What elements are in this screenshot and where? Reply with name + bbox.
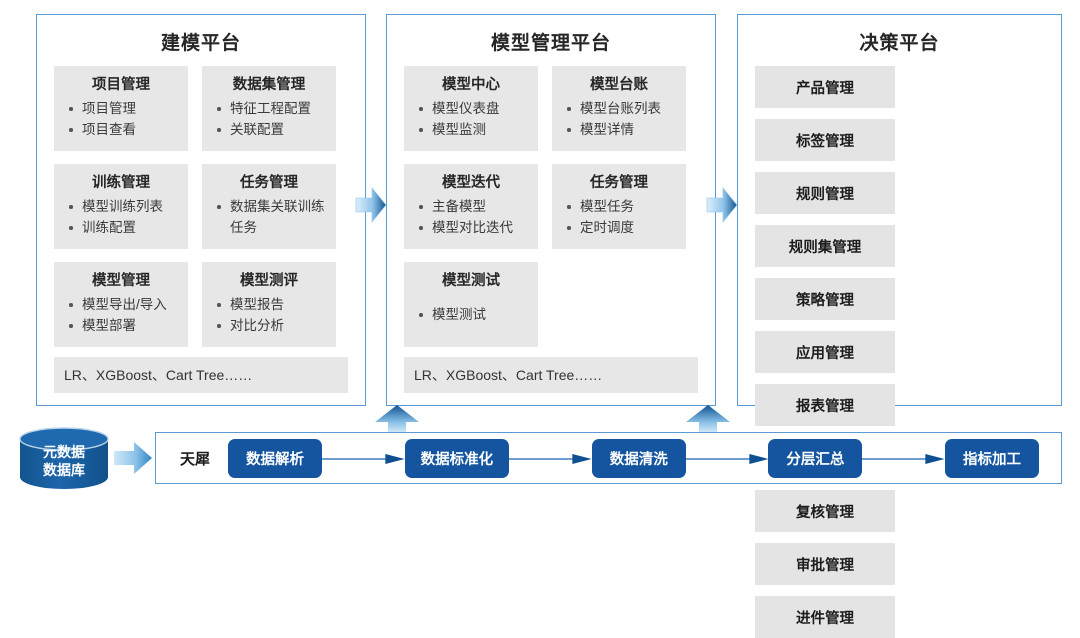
arrow-right-icon bbox=[113, 440, 152, 480]
pipeline-step-data-standardization[interactable]: 数据标准化 bbox=[404, 438, 510, 478]
panel-title: 建模平台 bbox=[160, 33, 241, 54]
card-model-iteration[interactable]: 模型迭代 主备模型 模型对比迭代 bbox=[404, 164, 538, 249]
card-item-list: 模型报告 对比分析 bbox=[202, 294, 336, 336]
list-item[interactable]: 特征工程配置 bbox=[216, 98, 330, 119]
list-item[interactable]: 数据集关联训练任务 bbox=[216, 196, 330, 238]
card-title: 模型管理 bbox=[92, 273, 150, 289]
metadata-database-cylinder: 元数据 数据库 bbox=[18, 427, 110, 489]
card-item-list: 模型仪表盘 模型监测 bbox=[404, 98, 538, 140]
tile-case-entry-management[interactable]: 进件管理 bbox=[755, 596, 895, 638]
arrow-up-icon bbox=[374, 404, 420, 438]
list-item[interactable]: 模型仪表盘 bbox=[418, 98, 532, 119]
pipeline-connector bbox=[322, 452, 405, 464]
list-item[interactable]: 训练配置 bbox=[68, 217, 182, 238]
algorithm-list-strip: LR、XGBoost、Cart Tree…… bbox=[404, 357, 698, 393]
list-item[interactable]: 模型报告 bbox=[216, 294, 330, 315]
panel-title: 决策平台 bbox=[859, 33, 940, 54]
card-item-list: 模型任务 定时调度 bbox=[552, 196, 686, 238]
panel-title: 模型管理平台 bbox=[490, 33, 611, 54]
pipeline-step-data-parsing[interactable]: 数据解析 bbox=[228, 438, 323, 478]
pipeline-connector bbox=[862, 452, 946, 464]
card-task-management[interactable]: 任务管理 模型任务 定时调度 bbox=[552, 164, 686, 249]
card-grid: 项目管理 项目管理 项目查看 数据集管理 特征工程配置 关联配置 训练管理 模型… bbox=[37, 66, 365, 347]
card-item-list: 模型训练列表 训练配置 bbox=[54, 196, 188, 238]
card-item-list: 特征工程配置 关联配置 bbox=[202, 98, 336, 140]
card-model-center[interactable]: 模型中心 模型仪表盘 模型监测 bbox=[404, 66, 538, 151]
tile-report-management[interactable]: 报表管理 bbox=[755, 384, 895, 426]
card-title: 任务管理 bbox=[240, 175, 298, 191]
list-item[interactable]: 主备模型 bbox=[418, 196, 532, 217]
tile-application-management[interactable]: 应用管理 bbox=[755, 331, 895, 373]
list-item[interactable]: 模型对比迭代 bbox=[418, 217, 532, 238]
card-title: 模型迭代 bbox=[442, 175, 500, 191]
tile-product-management[interactable]: 产品管理 bbox=[755, 66, 895, 108]
card-model-test[interactable]: 模型测试 模型测试 bbox=[404, 262, 538, 347]
card-training-management[interactable]: 训练管理 模型训练列表 训练配置 bbox=[54, 164, 188, 249]
card-title: 模型中心 bbox=[442, 77, 500, 93]
pipeline-step-metric-processing[interactable]: 指标加工 bbox=[945, 438, 1040, 478]
pipeline-step-data-cleaning[interactable]: 数据清洗 bbox=[591, 438, 686, 478]
panel-model-management-platform: 模型管理平台 模型中心 模型仪表盘 模型监测 模型台账 模型台账列表 模型详情 … bbox=[386, 14, 716, 406]
tile-label-management[interactable]: 标签管理 bbox=[755, 119, 895, 161]
tile-review-management[interactable]: 复核管理 bbox=[755, 490, 895, 532]
algorithm-list-strip: LR、XGBoost、Cart Tree…… bbox=[54, 357, 348, 393]
card-model-management[interactable]: 模型管理 模型导出/导入 模型部署 bbox=[54, 262, 188, 347]
pipeline-system-label: 天犀 bbox=[180, 450, 211, 468]
list-item[interactable]: 模型任务 bbox=[566, 196, 680, 217]
list-item[interactable]: 模型详情 bbox=[566, 119, 680, 140]
list-item[interactable]: 模型测试 bbox=[418, 304, 532, 325]
card-grid: 模型中心 模型仪表盘 模型监测 模型台账 模型台账列表 模型详情 模型迭代 主备… bbox=[387, 66, 715, 347]
list-item[interactable]: 模型台账列表 bbox=[566, 98, 680, 119]
list-item[interactable]: 对比分析 bbox=[216, 315, 330, 336]
list-item[interactable]: 关联配置 bbox=[216, 119, 330, 140]
tile-rule-management[interactable]: 规则管理 bbox=[755, 172, 895, 214]
arrow-right-icon bbox=[706, 185, 738, 225]
card-project-management[interactable]: 项目管理 项目管理 项目查看 bbox=[54, 66, 188, 151]
card-item-list: 模型导出/导入 模型部署 bbox=[54, 294, 188, 336]
list-item[interactable]: 模型训练列表 bbox=[68, 196, 182, 217]
card-model-ledger[interactable]: 模型台账 模型台账列表 模型详情 bbox=[552, 66, 686, 151]
data-pipeline-container: 天犀 数据解析 数据标准化 数据清洗 分层汇总 指标加工 bbox=[155, 432, 1062, 484]
list-item[interactable]: 项目管理 bbox=[68, 98, 182, 119]
arrow-right-icon bbox=[355, 185, 387, 225]
card-item-list: 数据集关联训练任务 bbox=[202, 196, 336, 238]
list-item[interactable]: 定时调度 bbox=[566, 217, 680, 238]
list-item[interactable]: 模型导出/导入 bbox=[68, 294, 182, 315]
card-title: 模型测试 bbox=[442, 273, 500, 289]
card-item-list: 主备模型 模型对比迭代 bbox=[404, 196, 538, 238]
card-title: 任务管理 bbox=[590, 175, 648, 191]
card-title: 项目管理 bbox=[92, 77, 150, 93]
card-task-management[interactable]: 任务管理 数据集关联训练任务 bbox=[202, 164, 336, 249]
card-title: 训练管理 bbox=[92, 175, 150, 191]
pipeline-connector bbox=[685, 452, 769, 464]
card-dataset-management[interactable]: 数据集管理 特征工程配置 关联配置 bbox=[202, 66, 336, 151]
card-item-list: 项目管理 项目查看 bbox=[54, 98, 188, 140]
card-model-evaluation[interactable]: 模型测评 模型报告 对比分析 bbox=[202, 262, 336, 347]
card-title: 模型台账 bbox=[590, 77, 648, 93]
list-item[interactable]: 模型监测 bbox=[418, 119, 532, 140]
list-item[interactable]: 模型部署 bbox=[68, 315, 182, 336]
card-item-list: 模型台账列表 模型详情 bbox=[552, 98, 686, 140]
pipeline-step-layered-aggregation[interactable]: 分层汇总 bbox=[768, 438, 863, 478]
tile-strategy-management[interactable]: 策略管理 bbox=[755, 278, 895, 320]
tile-ruleset-management[interactable]: 规则集管理 bbox=[755, 225, 895, 267]
pipeline-connector bbox=[509, 452, 592, 464]
card-title: 模型测评 bbox=[240, 273, 298, 289]
tile-approval-management[interactable]: 审批管理 bbox=[755, 543, 895, 585]
panel-modeling-platform: 建模平台 项目管理 项目管理 项目查看 数据集管理 特征工程配置 关联配置 训练… bbox=[36, 14, 366, 406]
list-item[interactable]: 项目查看 bbox=[68, 119, 182, 140]
card-item-list: 模型测试 bbox=[404, 304, 538, 325]
tile-grid: 产品管理 标签管理 规则管理 规则集管理 策略管理 应用管理 报表管理 监控管理… bbox=[738, 66, 1061, 638]
card-title: 数据集管理 bbox=[232, 77, 306, 93]
arrow-up-icon bbox=[685, 404, 731, 438]
panel-decision-platform: 决策平台 产品管理 标签管理 规则管理 规则集管理 策略管理 应用管理 报表管理… bbox=[737, 14, 1062, 638]
